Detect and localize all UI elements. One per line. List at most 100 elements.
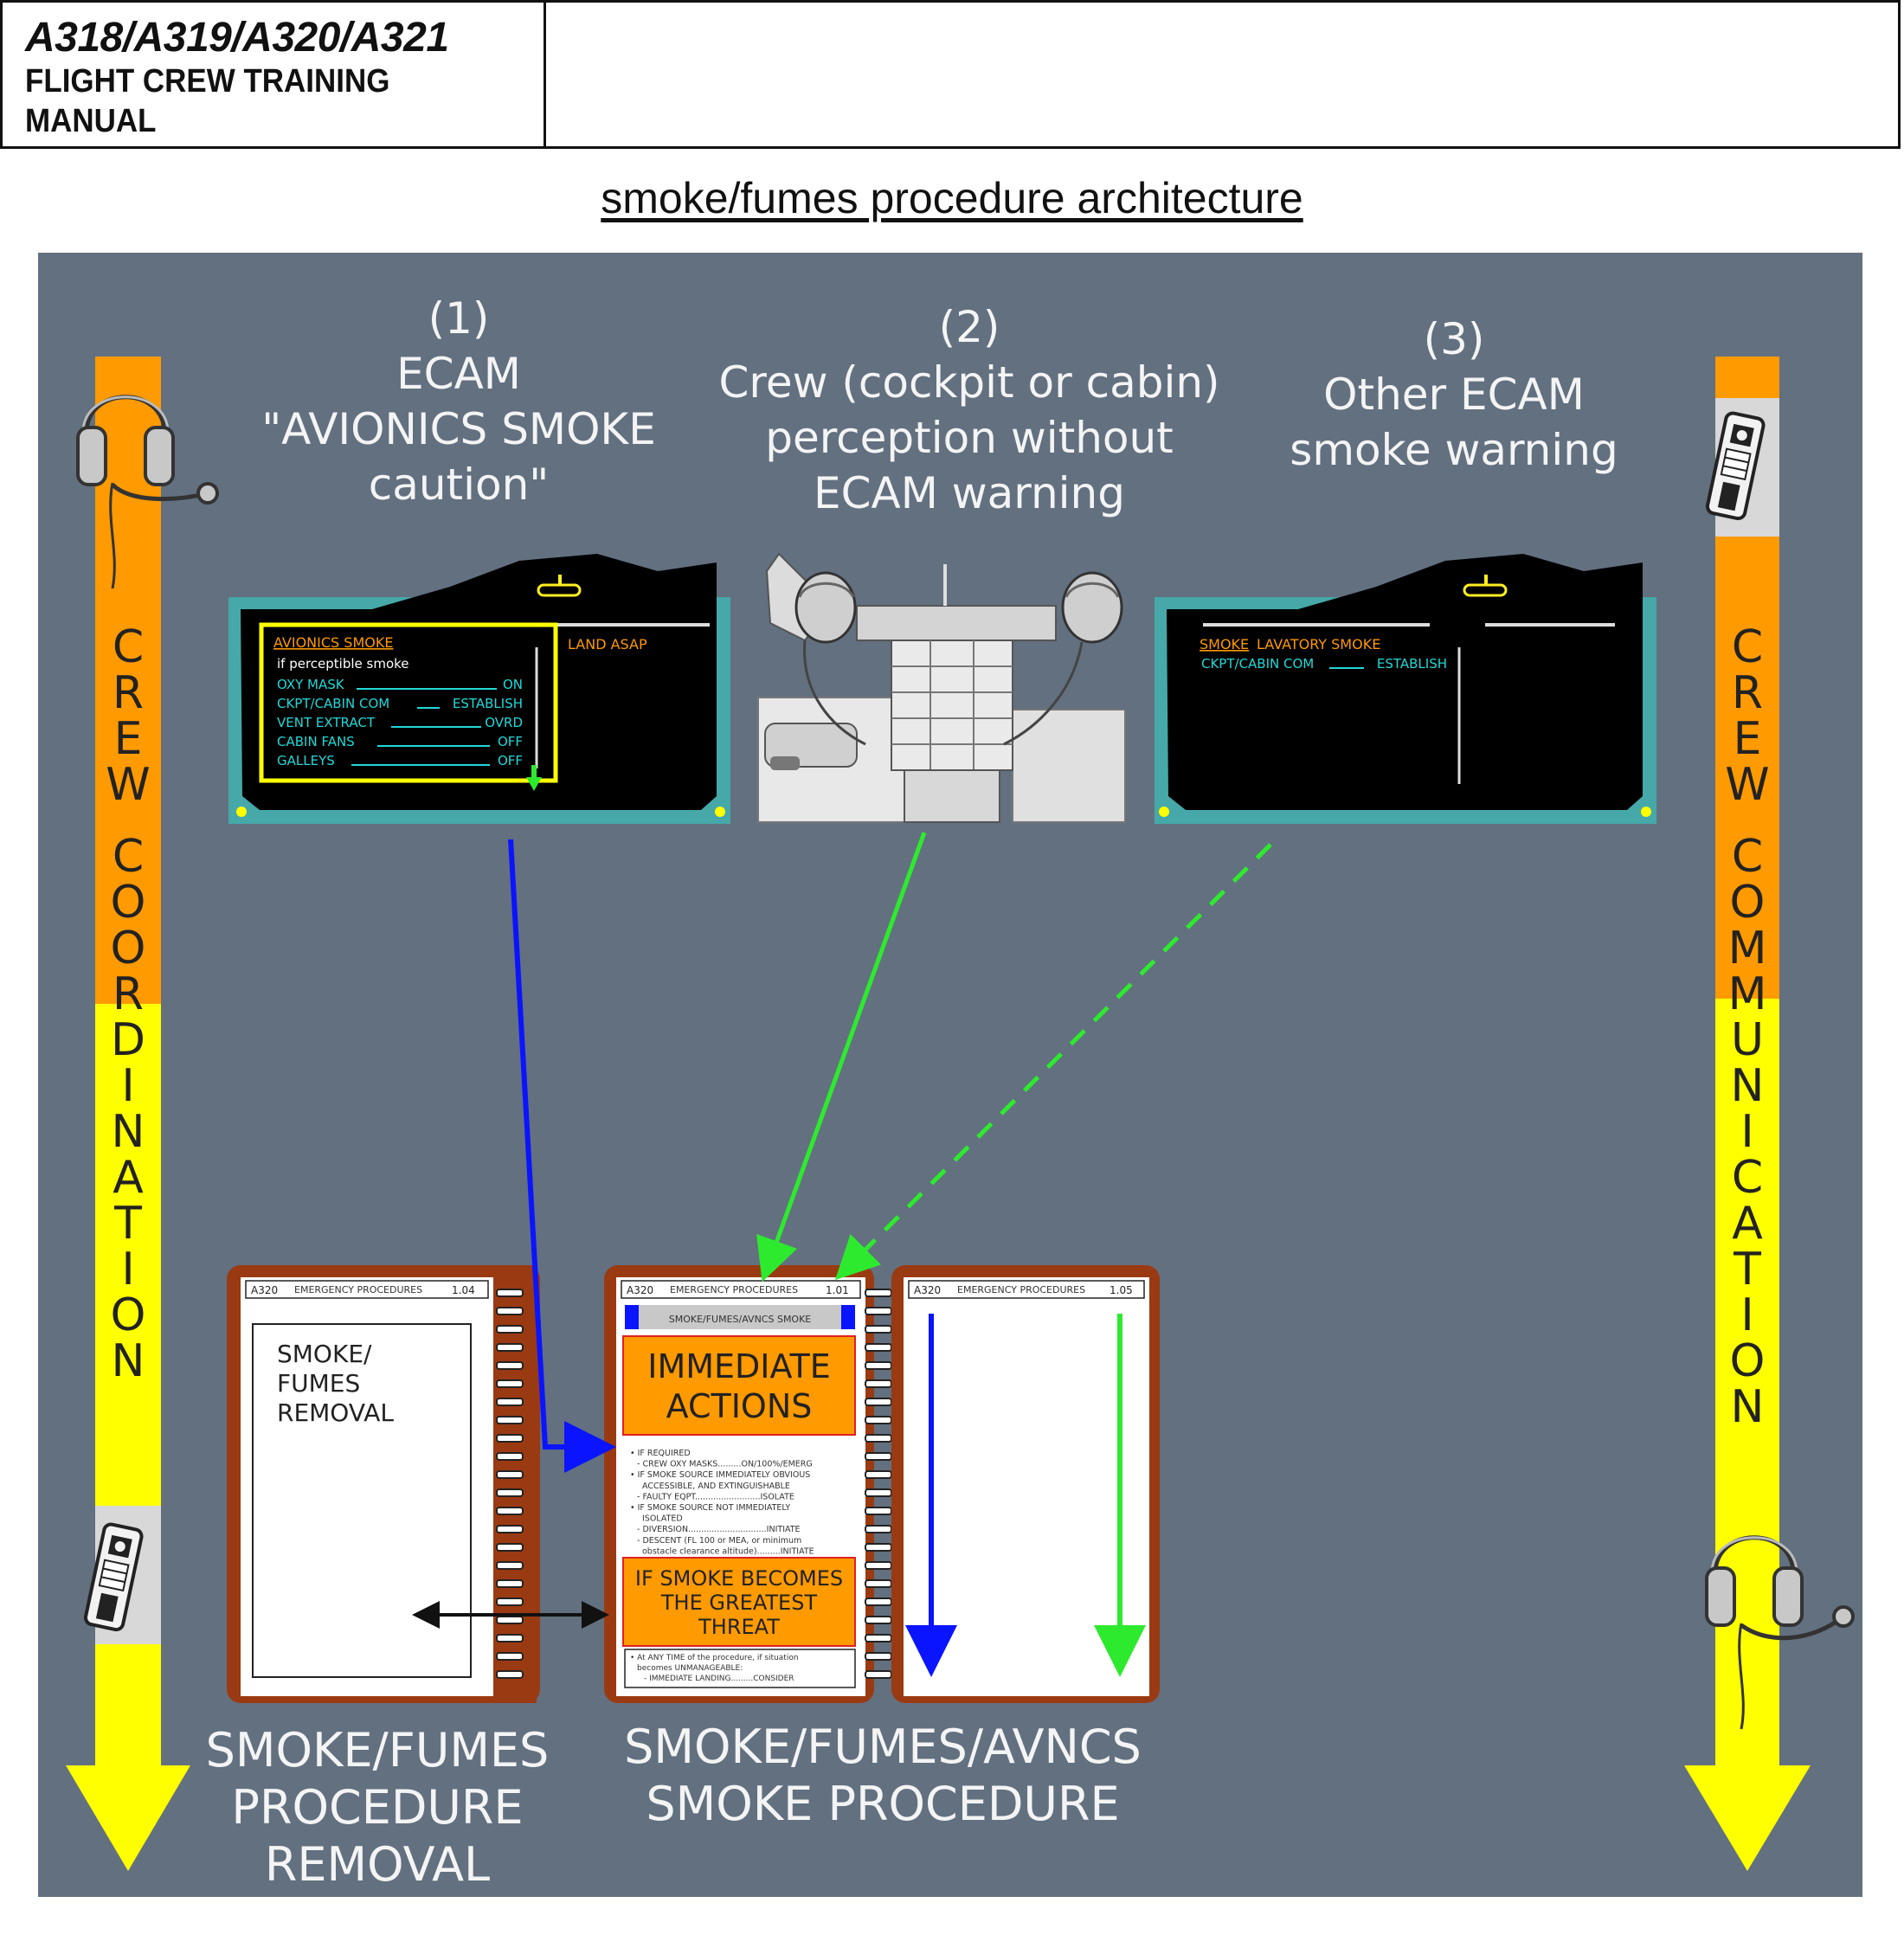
procedure-line: PROCEDURE: [231, 1780, 524, 1835]
bar-letter: E: [113, 713, 143, 765]
qrh-section: EMERGENCY PROCEDURES: [957, 1284, 1085, 1295]
aircraft-models: A318/A319/A320/A321: [25, 15, 449, 61]
bar-letter: U: [1730, 1014, 1765, 1066]
ecam-item-value: OVRD: [485, 715, 523, 730]
source-label-ecam: (1) ECAM "AVIONICS SMOKE caution": [234, 291, 684, 512]
manual-name: FLIGHT CREW TRAINING MANUAL: [25, 63, 390, 139]
binder-ring: [496, 1579, 524, 1588]
bar-letter: I: [121, 1060, 135, 1112]
procedure-label-removal: SMOKE/FUMES PROCEDURE REMOVAL: [178, 1722, 576, 1893]
procedure-line: REMOVAL: [264, 1837, 491, 1892]
binder-ring: [496, 1507, 524, 1515]
qrh-brand: A320: [914, 1284, 941, 1296]
ecam-item-label: OXY MASK: [277, 677, 345, 692]
qrh-section: EMERGENCY PROCEDURES: [670, 1284, 798, 1295]
ecam3-title: SMOKE: [1200, 636, 1249, 652]
bar-letter: R: [112, 667, 145, 719]
qrh-small-line: ISOLATED: [642, 1514, 683, 1524]
binder-ring: [496, 1361, 524, 1370]
qrh-small-line: ACCESSIBLE, AND EXTINGUISHABLE: [642, 1482, 790, 1491]
cockpit-crew-illustration: [757, 552, 1126, 823]
bar-letter: C: [1731, 1152, 1764, 1204]
ecam-item-value: OFF: [498, 753, 523, 768]
binder-ring: [496, 1470, 524, 1479]
bar-letter: T: [1734, 1244, 1761, 1295]
manual-header: A318/A319/A320/A321 FLIGHT CREW TRAINING…: [0, 0, 1901, 149]
binder-ring: [865, 1561, 892, 1570]
binder-ring: [496, 1561, 524, 1570]
binder-ring: [865, 1616, 892, 1624]
source-line: Other ECAM: [1323, 370, 1585, 420]
binder-ring: [865, 1307, 892, 1315]
bar-letter: C: [1731, 621, 1764, 673]
bar-letter: N: [111, 1335, 145, 1387]
source-label-crew: (2) Crew (cockpit or cabin) perception w…: [718, 299, 1220, 521]
qrh-small-line: • IF REQUIRED: [630, 1449, 691, 1458]
qrh-page-number: 1.04: [452, 1284, 475, 1296]
bar-letter: O: [110, 922, 146, 974]
binder-ring: [496, 1543, 524, 1552]
bar-letter: W: [106, 759, 151, 811]
bar-letter: R: [1731, 667, 1764, 719]
ecam-item-value: ON: [503, 677, 523, 692]
immediate-actions-line: IMMEDIATE: [647, 1347, 831, 1385]
bar-letter: N: [111, 1106, 145, 1158]
interphone-handset-icon: [1705, 411, 1766, 521]
qrh-band-title: SMOKE/FUMES/AVNCS SMOKE: [669, 1314, 812, 1325]
binder-ring: [865, 1398, 892, 1406]
ecam-title: AVIONICS SMOKE: [273, 634, 393, 651]
bar-letter: I: [121, 1244, 135, 1295]
binder-ring: [496, 1343, 524, 1352]
qrh-small-line: - FAULTY EQPT.........................IS…: [637, 1492, 794, 1501]
binder-ring: [865, 1289, 892, 1297]
qrh-page-number: 1.01: [826, 1284, 849, 1296]
removal-line: FUMES: [277, 1369, 360, 1398]
ecam-item-label: VENT EXTRACT: [277, 715, 376, 730]
threat-line: THREAT: [698, 1615, 780, 1639]
qrh-page-removal: A320 EMERGENCY PROCEDURES 1.04 SMOKE/ FU…: [227, 1265, 540, 1703]
ecam-item-label: CKPT/CABIN COM: [277, 696, 389, 711]
binder-ring: [496, 1452, 524, 1461]
source-line: (2): [938, 302, 1000, 352]
binder-ring: [496, 1307, 524, 1315]
bar-letter: O: [1729, 1335, 1766, 1387]
qrh-small-lines: • IF REQUIRED- CREW OXY MASKS.........ON…: [630, 1449, 814, 1556]
binder-ring: [865, 1507, 892, 1515]
ecam-item-list: OXY MASK ON CKPT/CABIN COM ESTABLISH VEN…: [277, 677, 523, 768]
bar-letter: I: [1740, 1289, 1754, 1341]
binder-ring: [865, 1325, 892, 1334]
binder-ring: [865, 1670, 892, 1679]
headset-icon: [1705, 1535, 1855, 1730]
source-label-other-ecam: (3) Other ECAM smoke warning: [1246, 312, 1662, 478]
bar-letter: D: [110, 1014, 146, 1066]
qrh-small-line: • IF SMOKE SOURCE NOT IMMEDIATELY: [630, 1503, 790, 1513]
ecam-item-value: OFF: [498, 734, 523, 749]
bar-letter: O: [110, 877, 146, 929]
qrh-brand: A320: [251, 1284, 278, 1296]
bar-letter: T: [114, 1198, 142, 1250]
procedure-line: SMOKE PROCEDURE: [646, 1777, 1120, 1831]
source-line: caution": [368, 460, 550, 510]
qrh-small-line: • IF SMOKE SOURCE IMMEDIATELY OBVIOUS: [630, 1470, 810, 1480]
binder-ring: [865, 1379, 892, 1388]
binder-ring: [496, 1525, 524, 1533]
ecam3-item-value: ESTABLISH: [1377, 656, 1447, 672]
binder-ring: [496, 1652, 524, 1661]
interphone-handset-icon: [83, 1522, 144, 1632]
qrh-small-line: - DIVERSION.............................…: [637, 1525, 801, 1534]
binder-ring: [496, 1434, 524, 1443]
removal-line: SMOKE/: [277, 1340, 372, 1368]
bar-letter: O: [1729, 877, 1766, 929]
source-line: perception without: [765, 413, 1174, 463]
bar-letter: C: [1731, 831, 1764, 883]
qrh-brand: A320: [627, 1284, 653, 1296]
bar-letter: R: [112, 968, 145, 1020]
qrh-section: EMERGENCY PROCEDURES: [294, 1284, 422, 1295]
ecam3-item-label: CKPT/CABIN COM: [1201, 656, 1314, 672]
source-line: "AVIONICS SMOKE: [261, 404, 656, 454]
binder-ring: [496, 1398, 524, 1406]
source-line: (3): [1423, 314, 1485, 364]
bar-letter: A: [113, 1152, 144, 1204]
